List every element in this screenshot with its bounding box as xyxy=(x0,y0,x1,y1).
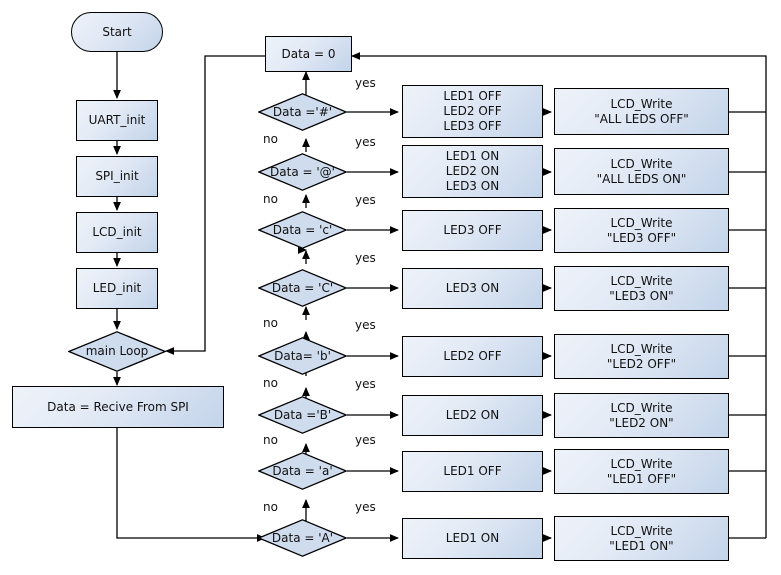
node-uart-init[interactable]: UART_init xyxy=(76,100,158,141)
diamond-shape xyxy=(258,337,347,375)
edge-label-no-b-lower: no xyxy=(263,376,278,390)
decision-b-upper[interactable]: Data ='B' xyxy=(258,396,347,434)
node-start[interactable]: Start xyxy=(71,12,163,52)
node-data-zero[interactable]: Data = 0 xyxy=(265,36,352,72)
decision-at[interactable]: Data = '@' xyxy=(258,153,347,191)
node-main-loop-label: main Loop xyxy=(85,344,149,358)
decision-hash[interactable]: Data ='#' xyxy=(258,93,347,131)
node-led-init-label: LED_init xyxy=(92,281,142,295)
action-led1-off[interactable]: LED1 OFF xyxy=(402,451,543,492)
lcd-write-led2-off[interactable]: LCD_Write "LED2 OFF" xyxy=(554,334,729,379)
edge-label-yes-c-lower: yes xyxy=(355,193,376,207)
lcd-write-led1-on[interactable]: LCD_Write "LED1 ON" xyxy=(554,516,729,561)
node-receive-from-spi[interactable]: Data = Recive From SPI xyxy=(12,386,224,428)
action-led2-on-label: LED2 ON xyxy=(445,408,500,422)
action-led2-on[interactable]: LED2 ON xyxy=(402,395,543,436)
lcd-write-all-leds-on-label: LCD_Write "ALL LEDS ON" xyxy=(596,156,687,186)
edge-label-no-c-upper: no xyxy=(263,316,278,330)
node-led-init[interactable]: LED_init xyxy=(76,268,158,309)
edge-label-yes-c-upper: yes xyxy=(355,251,376,265)
diamond-shape xyxy=(68,331,166,372)
edge-label-no-hash: no xyxy=(263,132,278,146)
lcd-write-led2-on[interactable]: LCD_Write "LED2 ON" xyxy=(554,393,729,438)
lcd-write-all-leds-on[interactable]: LCD_Write "ALL LEDS ON" xyxy=(554,148,729,195)
node-lcd-init-label: LCD_init xyxy=(92,225,142,239)
node-data-zero-label: Data = 0 xyxy=(281,46,336,61)
edge-label-yes-a-lower: yes xyxy=(355,433,376,447)
action-led2-off[interactable]: LED2 OFF xyxy=(402,336,543,377)
decision-a-upper[interactable]: Data = 'A' xyxy=(258,519,347,557)
decision-c-lower[interactable]: Data = 'c' xyxy=(258,211,347,249)
lcd-write-led3-on[interactable]: LCD_Write "LED3 ON" xyxy=(554,266,729,311)
action-led1-off-label: LED1 OFF xyxy=(443,464,502,478)
lcd-write-all-leds-off-label: LCD_Write "ALL LEDS OFF" xyxy=(594,96,689,126)
action-led1-on-label: LED1 ON xyxy=(445,531,500,545)
node-main-loop[interactable]: main Loop xyxy=(68,331,166,372)
node-uart-init-label: UART_init xyxy=(88,113,146,127)
action-led2-off-label: LED2 OFF xyxy=(443,349,502,363)
edge-label-no-at: no xyxy=(263,192,278,206)
action-all-leds-off-label: LED1 OFF LED2 OFF LED3 OFF xyxy=(443,89,502,133)
decision-a-lower-label: Data = 'a' xyxy=(272,463,333,478)
node-spi-init[interactable]: SPI_init xyxy=(76,156,158,197)
node-start-label: Start xyxy=(102,24,132,39)
decision-b-upper-label: Data ='B' xyxy=(273,407,332,422)
lcd-write-led3-off-label: LCD_Write "LED3 OFF" xyxy=(606,215,677,245)
decision-a-lower[interactable]: Data = 'a' xyxy=(258,452,347,490)
lcd-write-led1-on-label: LCD_Write "LED1 ON" xyxy=(609,523,674,553)
decision-at-label: Data = '@' xyxy=(270,164,335,179)
edge-label-yes-hash: yes xyxy=(355,76,376,90)
action-all-leds-on-label: LED1 ON LED2 ON LED3 ON xyxy=(445,149,500,193)
decision-b-lower-label: Data= 'b' xyxy=(274,348,331,363)
action-all-leds-on[interactable]: LED1 ON LED2 ON LED3 ON xyxy=(402,145,543,198)
lcd-write-led2-off-label: LCD_Write "LED2 OFF" xyxy=(606,341,677,371)
action-led1-on[interactable]: LED1 ON xyxy=(402,518,543,559)
action-led3-off[interactable]: LED3 OFF xyxy=(402,210,543,251)
edge-label-yes-a-upper: yes xyxy=(355,500,376,514)
node-lcd-init[interactable]: LCD_init xyxy=(76,212,158,253)
lcd-write-led2-on-label: LCD_Write "LED2 ON" xyxy=(609,400,674,430)
lcd-write-led3-on-label: LCD_Write "LED3 ON" xyxy=(609,273,674,303)
edge-label-yes-b-upper: yes xyxy=(355,377,376,391)
edge-label-yes-at: yes xyxy=(355,135,376,149)
edge-label-yes-b-lower: yes xyxy=(355,318,376,332)
node-receive-from-spi-label: Data = Recive From SPI xyxy=(47,399,189,414)
edge-label-no-b-upper: no xyxy=(263,433,278,447)
diamond-shape xyxy=(258,211,347,249)
lcd-write-led1-off-label: LCD_Write "LED1 OFF" xyxy=(606,456,677,486)
decision-hash-label: Data ='#' xyxy=(272,104,333,119)
decision-c-upper-label: Data = 'C' xyxy=(271,280,334,295)
edge-label-no-a-lower: no xyxy=(263,500,278,514)
decision-c-upper[interactable]: Data = 'C' xyxy=(258,269,347,307)
diamond-shape xyxy=(258,452,347,490)
action-led3-on[interactable]: LED3 ON xyxy=(402,268,543,309)
action-all-leds-off[interactable]: LED1 OFF LED2 OFF LED3 OFF xyxy=(402,85,543,138)
diamond-shape xyxy=(258,396,347,434)
action-led3-off-label: LED3 OFF xyxy=(443,223,502,237)
action-led3-on-label: LED3 ON xyxy=(445,281,500,295)
decision-c-lower-label: Data = 'c' xyxy=(272,222,333,237)
lcd-write-led1-off[interactable]: LCD_Write "LED1 OFF" xyxy=(554,449,729,494)
decision-b-lower[interactable]: Data= 'b' xyxy=(258,337,347,375)
diamond-shape xyxy=(258,519,347,557)
node-spi-init-label: SPI_init xyxy=(95,169,139,183)
lcd-write-all-leds-off[interactable]: LCD_Write "ALL LEDS OFF" xyxy=(554,88,729,135)
lcd-write-led3-off[interactable]: LCD_Write "LED3 OFF" xyxy=(554,208,729,253)
diamond-shape xyxy=(258,153,347,191)
decision-a-upper-label: Data = 'A' xyxy=(271,530,334,545)
diamond-shape xyxy=(258,93,347,131)
